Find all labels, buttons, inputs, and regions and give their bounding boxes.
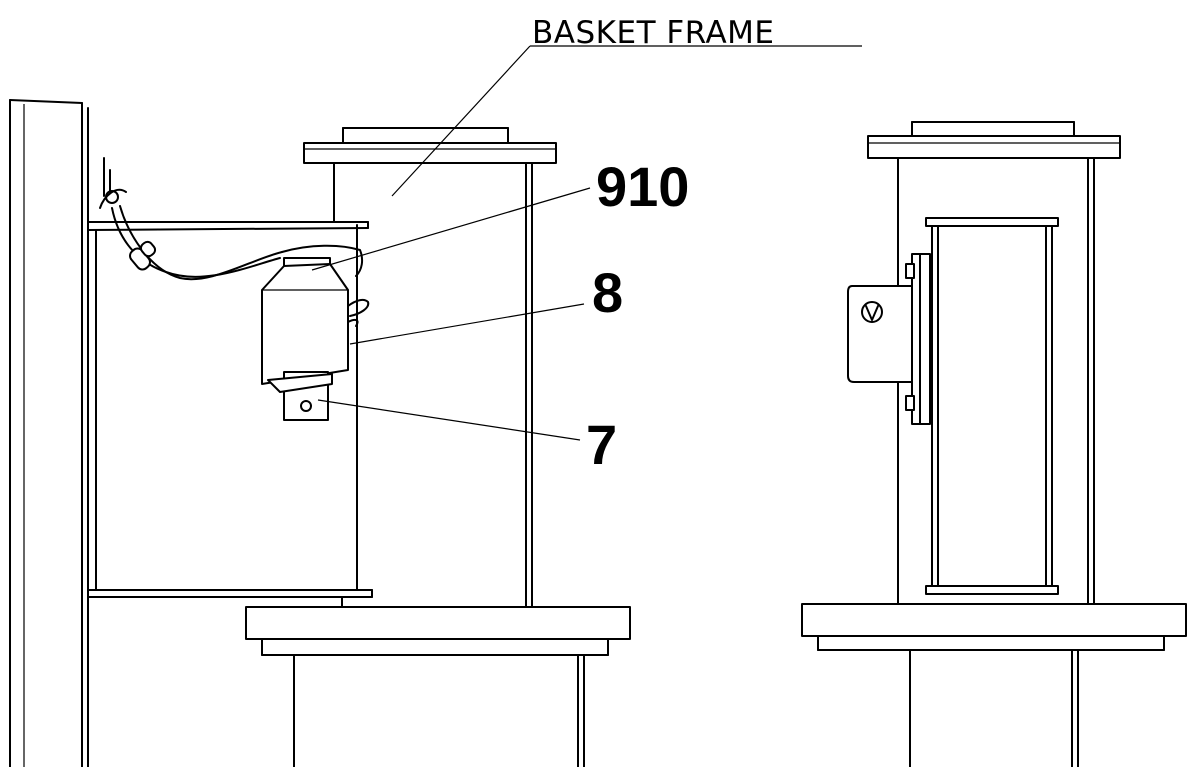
cable-assembly (99, 157, 364, 281)
mast-post (9, 99, 89, 768)
basket-frame-end-view (801, 121, 1187, 768)
basket-frame-side-view (87, 127, 631, 768)
part-7-label: 7 (586, 413, 617, 476)
part-8-label: 8 (592, 261, 623, 324)
basket-frame-label: BASKET FRAME (532, 15, 775, 51)
part-910-label: 910 (596, 155, 689, 218)
leader-lines (311, 45, 862, 441)
switch-assembly (261, 257, 370, 421)
